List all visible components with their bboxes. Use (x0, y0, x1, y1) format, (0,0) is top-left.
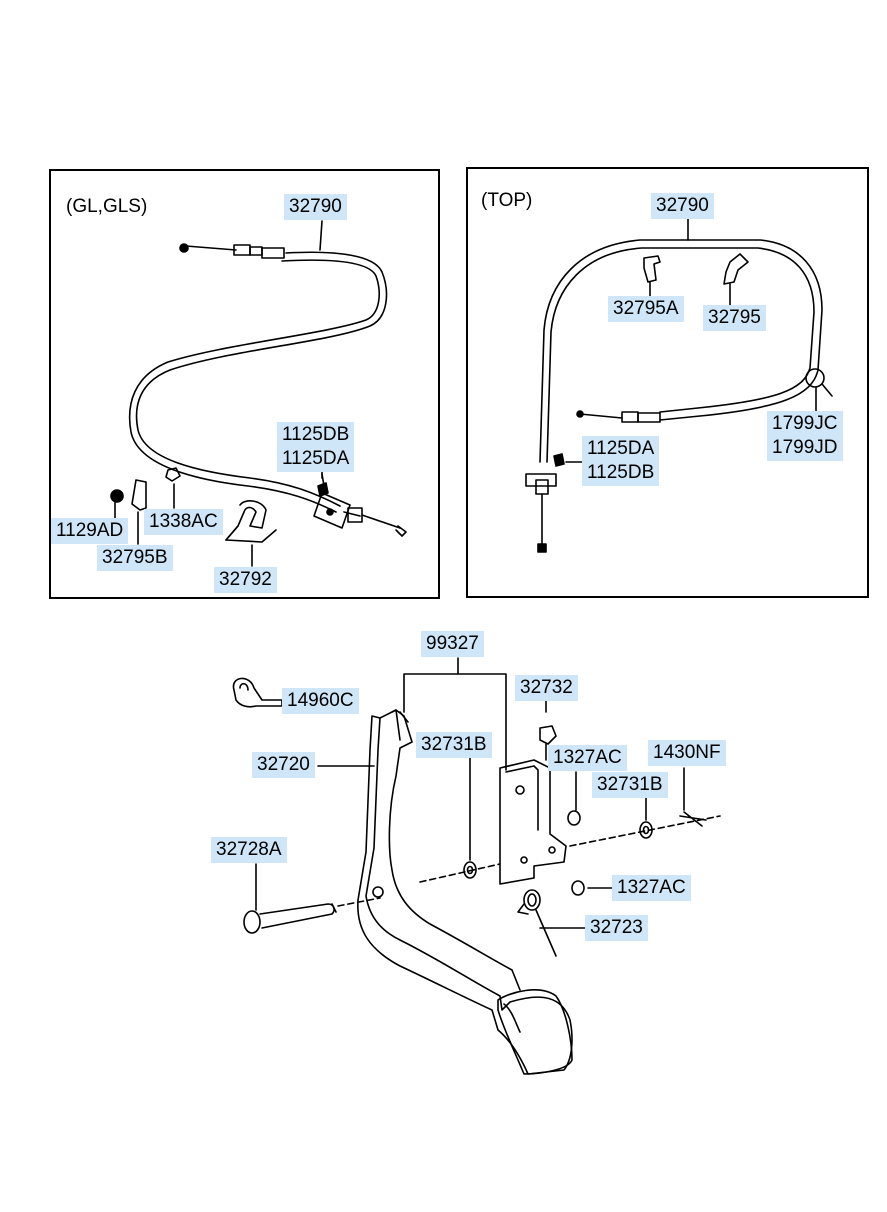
label-32732: 32732 (515, 675, 578, 701)
label-1799jc: 1799JC (767, 411, 843, 437)
label-1125da-left: 1125DA (277, 446, 355, 472)
label-32723: 32723 (585, 915, 648, 941)
right-cable (525, 217, 833, 553)
label-32795a: 32795A (608, 296, 684, 322)
label-1125da-right: 1125DA (582, 436, 660, 462)
pedal-assembly (232, 657, 721, 1075)
label-32720: 32720 (252, 752, 315, 778)
label-1430nf: 1430NF (648, 740, 726, 766)
label-1125db-left: 1125DB (277, 422, 355, 448)
left-cable (110, 220, 407, 567)
label-32795: 32795 (703, 305, 766, 331)
label-32795b: 32795B (97, 545, 173, 571)
label-1327ac-lower: 1327AC (612, 875, 691, 901)
label-32790-left: 32790 (284, 194, 347, 220)
label-1125db-right: 1125DB (582, 460, 660, 486)
label-1129ad: 1129AD (51, 518, 129, 544)
panel-top (466, 167, 869, 598)
label-99327: 99327 (421, 631, 484, 657)
label-1799jd: 1799JD (767, 435, 843, 461)
label-14960c: 14960C (282, 688, 359, 714)
label-32728a: 32728A (211, 837, 287, 863)
label-32790-right: 32790 (651, 193, 714, 219)
caption-top: (TOP) (481, 190, 533, 211)
label-32731b-left: 32731B (416, 732, 492, 758)
caption-gl-gls: (GL,GLS) (66, 196, 148, 217)
label-1327ac-upper: 1327AC (548, 745, 627, 771)
label-32792: 32792 (214, 567, 277, 593)
label-32731b-right: 32731B (592, 772, 668, 798)
label-1338ac: 1338AC (144, 509, 223, 535)
